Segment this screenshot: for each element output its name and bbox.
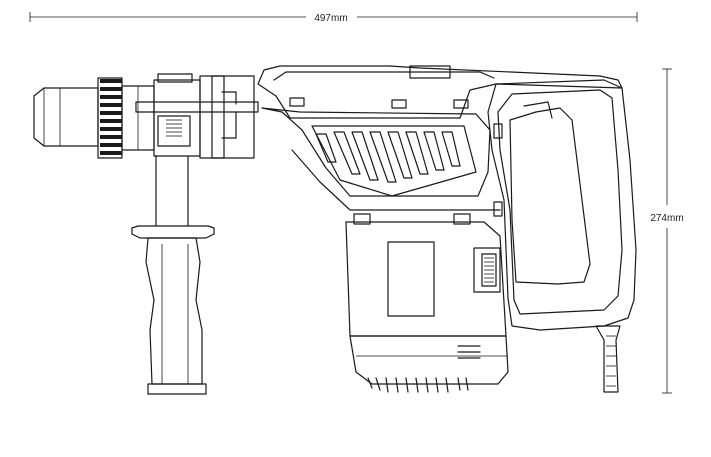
width-label: 497mm [314,13,347,24]
lower-body [345,213,509,393]
height-dimension: 274mm [650,68,684,394]
chuck [33,77,155,159]
height-label: 274mm [650,213,683,224]
lower-vents [457,345,481,359]
mode-selector [473,247,501,293]
chuck-grip-ribs [100,79,122,155]
rear-handle [487,79,637,331]
power-cord [595,325,621,393]
motor-vents [315,131,461,183]
side-handle [131,155,215,395]
motor-housing [261,107,501,211]
base-ridges [367,377,469,393]
barrel-collar [135,73,259,159]
width-dimension: 497mm [29,12,638,24]
upper-housing [257,65,623,119]
